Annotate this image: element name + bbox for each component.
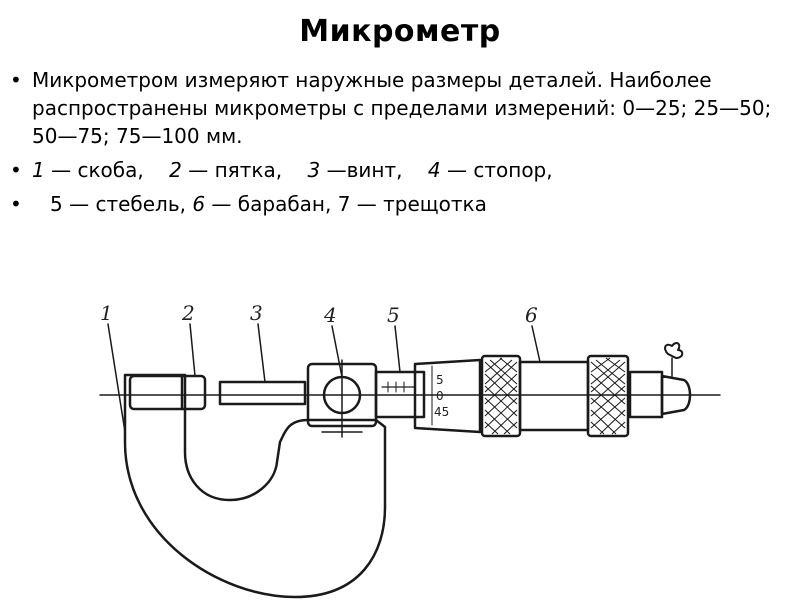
part-number-4: 4: [427, 158, 441, 182]
bullet-parts-line-2: 5 — стебель, 6 — барабан, 7 — трещотка: [8, 190, 788, 218]
part-number-3: 3: [307, 158, 321, 182]
part-number-1: 1: [32, 158, 45, 182]
anvil-pyatka: [128, 374, 207, 411]
part-label-4: — стопор,: [440, 158, 553, 182]
callout-5: 5: [387, 303, 400, 327]
part-number-2: 2: [169, 158, 182, 182]
slide-title: Микрометр: [299, 14, 501, 49]
part-number-6: 6: [192, 192, 206, 216]
part-number-5: 5: [50, 192, 63, 216]
part-label-2: — пятка,: [181, 158, 283, 182]
bullet-intro: Микрометром измеряют наружные размеры де…: [8, 66, 788, 150]
micrometer-drawing: 1 2 3 4 5 6 5 0 45: [99, 301, 721, 599]
callout-4: 4: [323, 303, 337, 327]
scale-label-0: 0: [436, 389, 444, 403]
part-label-6-7: — барабан, 7 — трещотка: [205, 192, 487, 216]
part-label-1: — скоба,: [44, 158, 144, 182]
thimble-body: [518, 360, 590, 432]
part-label-3: —винт,: [320, 158, 403, 182]
bullet-list: Микрометром измеряют наружные размеры де…: [8, 66, 788, 224]
callout-6: 6: [525, 303, 538, 327]
knurl-ring-2: [586, 354, 630, 438]
callout-1: 1: [100, 301, 113, 325]
bullet-parts-line-1: 1 — скоба, 2 — пятка, 3 —винт, 4 — стопо…: [8, 156, 788, 184]
callout-3: 3: [250, 301, 263, 325]
thimble-baraban: [413, 358, 482, 434]
scale-label-5: 5: [436, 373, 444, 387]
spindle-vint: [218, 380, 307, 406]
part-label-5: — стебель,: [62, 192, 193, 216]
scale-label-45: 45: [434, 405, 449, 419]
callout-2: 2: [181, 301, 195, 325]
